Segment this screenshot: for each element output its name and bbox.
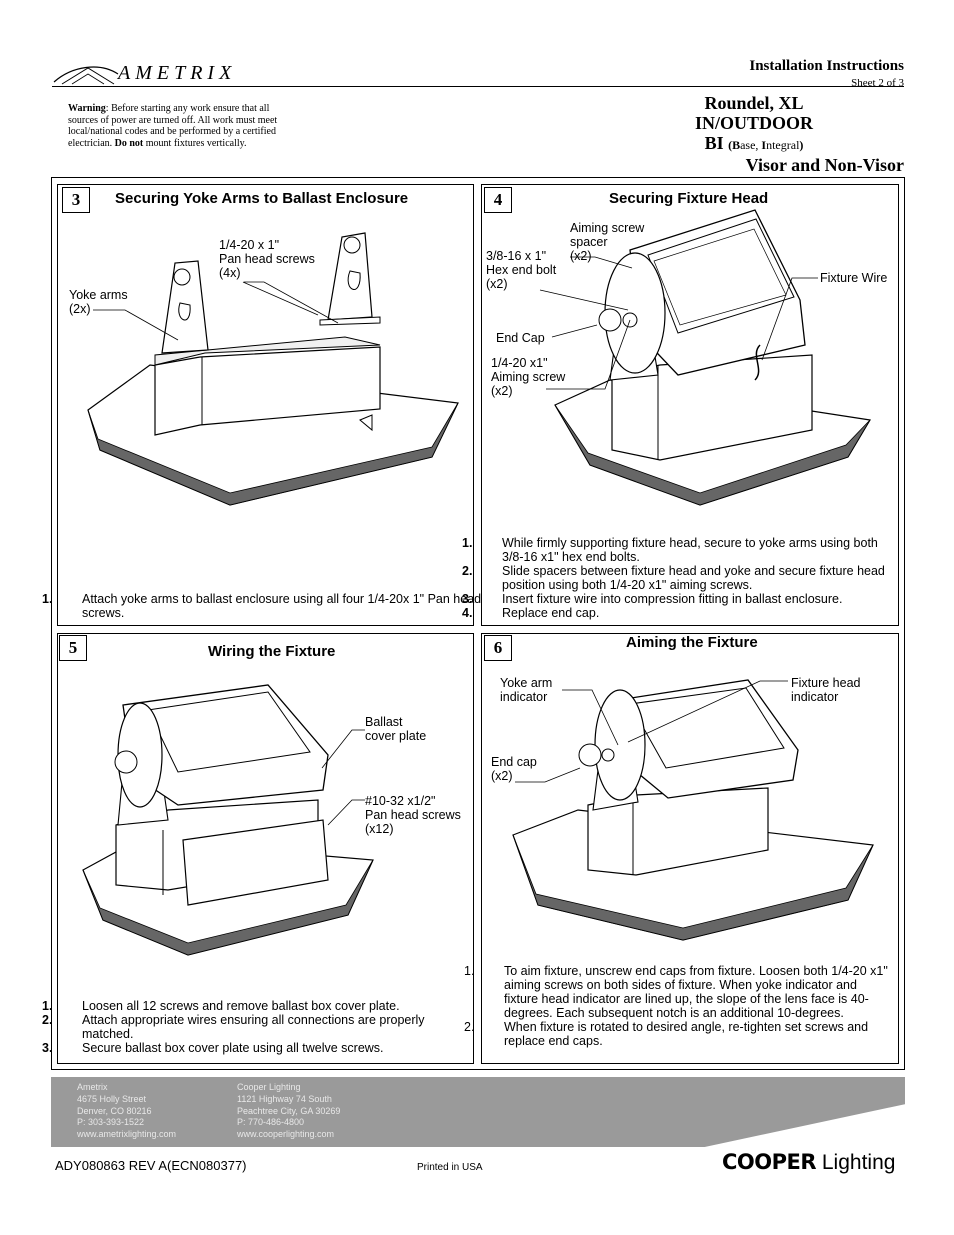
step-4-3: 3.Insert fixture wire into compression f… xyxy=(462,592,843,606)
warning-label: Warning xyxy=(68,103,106,114)
step-number-5: 5 xyxy=(59,635,87,661)
callout-pan-head-screws-x12: #10-32 x1/2"Pan head screws(x12) xyxy=(365,794,461,836)
steps-6: 1.To aim fixture, unscrew end caps from … xyxy=(464,964,894,1048)
warning-tail: mount fixtures vertically. xyxy=(143,137,247,149)
steps-4: 1.While firmly supporting fixture head, … xyxy=(462,536,896,620)
sheet-number: Sheet 2 of 3 xyxy=(851,77,904,89)
warning-note: Warning: Before starting any work ensure… xyxy=(68,103,300,149)
footer-band-cut xyxy=(700,1104,906,1148)
document-number: ADY080863 REV A(ECN080377) xyxy=(55,1158,247,1173)
step-number-6: 6 xyxy=(484,635,512,661)
callout-aiming-screw: 1/4-20 x1"Aiming screw(x2) xyxy=(491,356,566,398)
cooper-logo-light: Lighting xyxy=(816,1151,896,1174)
product-variant: Visor and Non-Visor xyxy=(745,155,904,175)
step-5-3: 3.Secure ballast box cover plate using a… xyxy=(42,1041,384,1055)
step-number-4: 4 xyxy=(484,187,512,213)
step-4-1: 1.While firmly supporting fixture head, … xyxy=(462,536,878,564)
step-number-3: 3 xyxy=(62,187,90,213)
step-6-2: 2.When fixture is rotated to desired ang… xyxy=(464,1020,869,1048)
printed-in: Printed in USA xyxy=(417,1162,483,1173)
document-type: Installation Instructions xyxy=(749,58,904,74)
steps-5: 1.Loosen all 12 screws and remove ballas… xyxy=(42,999,470,1055)
step-3-1: 1.Attach yoke arms to ballast enclosure … xyxy=(42,592,482,620)
aiming-illustration xyxy=(512,679,874,941)
callout-pan-head-screws: 1/4-20 x 1"Pan head screws(4x) xyxy=(219,238,315,280)
callout-end-cap: End Cap xyxy=(496,331,545,345)
panel-title-3: Securing Yoke Arms to Ballast Enclosure xyxy=(115,190,409,207)
cooper-logo-bold: COOPER xyxy=(722,1150,817,1174)
panel-title-5: Wiring the Fixture xyxy=(208,643,336,660)
warning-text: : Before starting any work ensure that a… xyxy=(68,103,278,149)
callout-yoke-arms: Yoke arms(2x) xyxy=(69,288,128,316)
product-bi-expansion: (Base, Integral) xyxy=(728,138,804,152)
panel-title-6: Aiming the Fixture xyxy=(626,634,758,651)
panel-title-4: Securing Fixture Head xyxy=(609,190,769,207)
product-bi: BI xyxy=(704,133,724,153)
product-title: Roundel, XL IN/OUTDOOR BI (Base, Integra… xyxy=(604,93,904,175)
brand-name: AMETRIX xyxy=(118,62,237,84)
callout-fixture-wire: Fixture Wire xyxy=(820,271,888,285)
step-5-1: 1.Loosen all 12 screws and remove ballas… xyxy=(42,999,400,1013)
product-environment: IN/OUTDOOR xyxy=(694,113,813,133)
warning-bold: Do not xyxy=(114,137,144,149)
step-4-4: 4.Replace end cap. xyxy=(462,606,600,620)
wiring-illustration xyxy=(82,684,374,956)
step-5-2: 2.Attach appropriate wires ensuring all … xyxy=(42,1013,425,1041)
fixture-head-illustration xyxy=(554,209,871,506)
ametrix-logo-swoosh-icon xyxy=(53,66,119,85)
instruction-frame xyxy=(51,177,905,1070)
product-name: Roundel, XL xyxy=(704,93,804,113)
step-4-2: 2.Slide spacers between fixture head and… xyxy=(462,564,885,592)
step-6-1: 1.To aim fixture, unscrew end caps from … xyxy=(464,964,888,1020)
header-rule xyxy=(52,86,904,87)
callout-end-cap-x2: End cap(x2) xyxy=(491,755,537,783)
cooper-lighting-logo: COOPER Lighting xyxy=(722,1150,895,1175)
product-mount: BI (Base, Integral) xyxy=(604,133,904,155)
yoke-ballast-illustration xyxy=(87,232,459,506)
callout-hex-end-bolt: 3/8-16 x 1"Hex end bolt(x2) xyxy=(486,249,557,291)
